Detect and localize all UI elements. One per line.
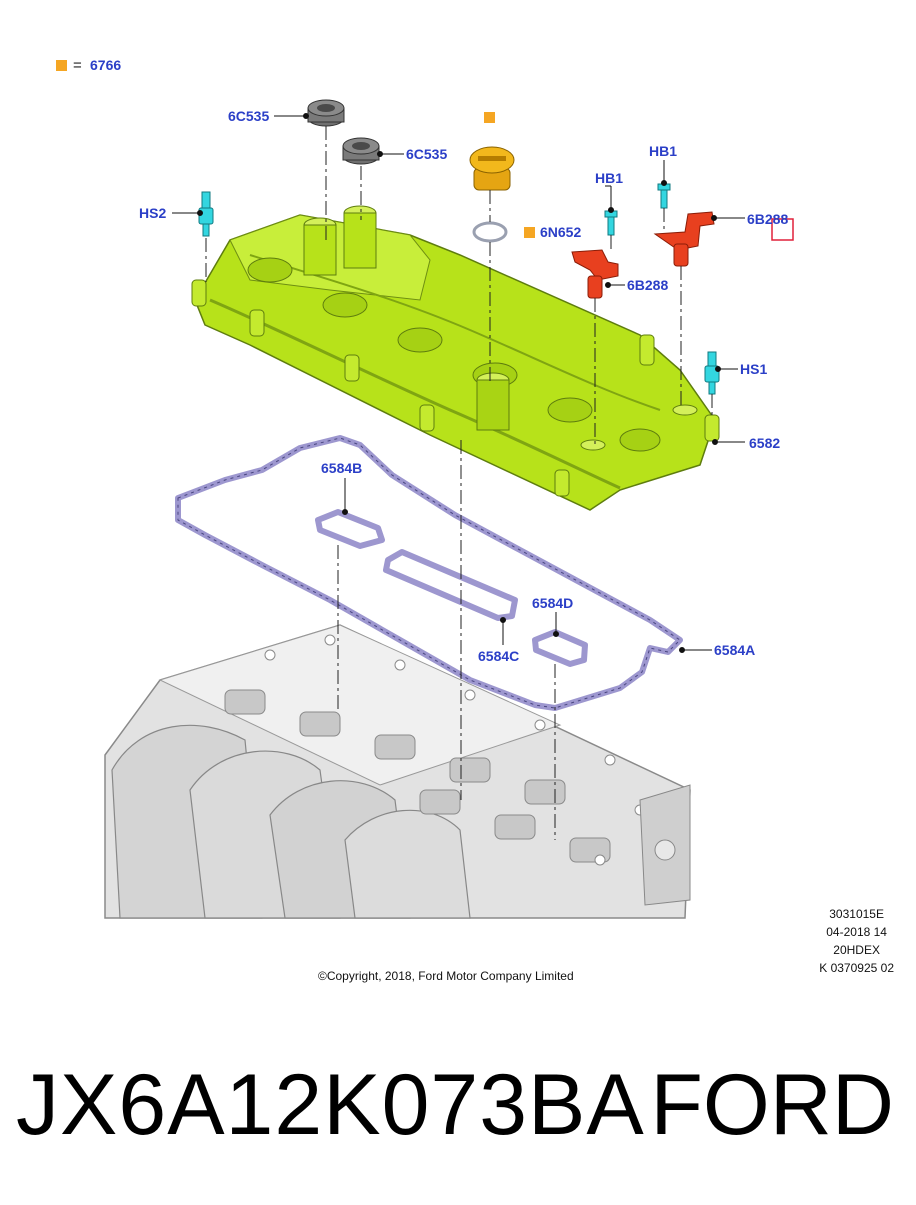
seal-6C535-upper <box>307 99 345 127</box>
o-ring-marker-icon <box>524 227 535 238</box>
meta-line: 20HDEX <box>833 943 880 957</box>
callout-6B288-left: 6B288 <box>627 277 668 293</box>
meta-line: K 0370925 02 <box>819 961 894 975</box>
brand-name: FORD <box>650 1057 894 1153</box>
callout-6582: 6582 <box>749 435 780 451</box>
meta-line: 04-2018 14 <box>826 925 887 939</box>
callout-HB1-left: HB1 <box>595 170 623 186</box>
callout-6584B: 6584B <box>321 460 362 476</box>
legend-equals: = <box>73 57 82 74</box>
o-ring-6N652 <box>472 221 508 243</box>
cylinder-head <box>104 624 691 919</box>
callout-6C535-lower: 6C535 <box>406 146 447 162</box>
callout-6584D: 6584D <box>532 595 573 611</box>
part-number: JX6A12K073BA <box>16 1057 645 1153</box>
seal-6C535-lower <box>342 137 380 165</box>
oil-cap-marker-icon <box>484 112 495 123</box>
bolt-HB1-left <box>604 210 618 236</box>
gasket-6584C <box>383 549 518 621</box>
stud-HS1 <box>704 351 720 395</box>
callout-HS1: HS1 <box>740 361 767 377</box>
meta-line: 3031015E <box>829 907 884 921</box>
callout-6B288-right: 6B288 <box>747 211 788 227</box>
valve-cover <box>191 205 720 511</box>
callout-6N652: 6N652 <box>540 224 581 240</box>
bolt-HB1-right <box>657 183 671 209</box>
drawing-reference-block: 3031015E 04-2018 14 20HDEX K 0370925 02 <box>819 905 894 977</box>
copyright-notice: ©Copyright, 2018, Ford Motor Company Lim… <box>318 969 574 983</box>
gasket-6584B <box>315 509 385 549</box>
sensor-6B288-left <box>571 249 619 299</box>
callout-HS2: HS2 <box>139 205 166 221</box>
highlight-box <box>771 218 794 241</box>
sensor-6B288-right <box>653 211 715 267</box>
callout-6C535-upper: 6C535 <box>228 108 269 124</box>
legend-marker-icon <box>56 60 67 71</box>
callout-HB1-right: HB1 <box>649 143 677 159</box>
callout-6584C: 6584C <box>478 648 519 664</box>
part-number-bar: JX6A12K073BA FORD <box>0 1050 916 1160</box>
legend-code: 6766 <box>90 57 121 73</box>
gasket-6584D <box>532 629 588 667</box>
oil-filler-cap <box>469 146 515 191</box>
callout-6584A: 6584A <box>714 642 755 658</box>
gasket-6584A <box>175 435 683 711</box>
